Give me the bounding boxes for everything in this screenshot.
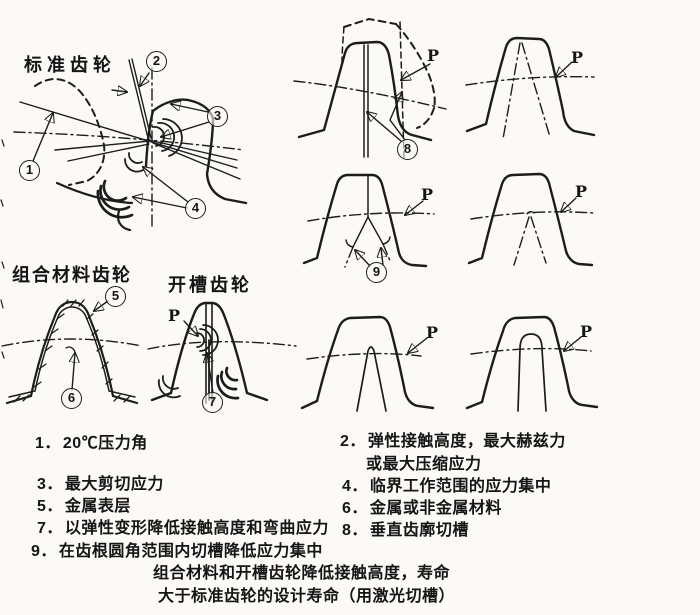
callout-2-badge: 2 <box>146 51 167 72</box>
legend-item-5-num: 5． <box>37 498 63 515</box>
callout-9-badge: 9 <box>366 262 387 283</box>
legend-item-3-num: 3． <box>37 476 63 493</box>
top-slot-root-cut-tooth-drawing <box>302 173 435 268</box>
standard-gear-drawing <box>13 58 248 232</box>
legend-item-1-text: 20℃压力角 <box>62 435 148 452</box>
legend-item-8-num: 8． <box>342 522 368 539</box>
legend-item-7-text: 以弹性变形降低接触高度和弯曲应力 <box>64 520 329 537</box>
legend-item-7-num: 7． <box>37 520 63 537</box>
composite-gear-label: 组合材料齿轮 <box>12 265 132 285</box>
rounded-arch-tooth-drawing <box>465 315 599 412</box>
force-label-slotted: P <box>168 306 181 325</box>
scan-artifacts <box>0 139 5 359</box>
legend-item-8: 8．垂直齿廓切槽 <box>342 516 469 540</box>
callout-8-badge: 8 <box>397 139 418 160</box>
legend-item-1-num: 1． <box>35 435 61 452</box>
force-label-r2-left: P <box>421 185 434 204</box>
slotted-gear-drawing <box>147 301 297 404</box>
force-label-r1-right: P <box>571 48 584 67</box>
legend-item-6-num: 6． <box>342 500 368 517</box>
callout-5-badge: 5 <box>105 286 126 307</box>
legend-item-2-num: 2． <box>340 433 366 450</box>
tooth-internal-vee-drawing <box>465 36 596 140</box>
legend-item-4-text: 临界工作范围的应力集中 <box>369 478 552 495</box>
hatching <box>13 299 131 403</box>
deflected-slotted-tooth-drawing <box>293 17 447 159</box>
legend-item-6: 6．金属或非金属材料 <box>342 494 502 518</box>
legend-item-6-text: 金属或非金属材料 <box>369 500 502 517</box>
legend-item-3: 3．最大剪切应力 <box>37 470 164 494</box>
force-label-r3-left: P <box>426 323 439 342</box>
legend-item-8-text: 垂直齿廓切槽 <box>369 522 469 539</box>
legend-item-7: 7．以弹性变形降低接触高度和弯曲应力 <box>37 514 329 538</box>
standard-gear-label: 标准齿轮 <box>24 55 116 75</box>
force-label-r2-right: P <box>575 182 588 201</box>
force-label-r1-left: P <box>427 46 440 65</box>
bottom-slot-tooth-drawing <box>467 172 594 267</box>
composite-gear-drawing <box>1 299 143 405</box>
legend-item-5: 5．金属表层 <box>37 492 131 516</box>
legend-item-9: 9．在齿根圆角范围内切槽降低应力集中 <box>31 537 323 561</box>
legend-item-4-num: 4． <box>342 478 368 495</box>
legend-item-5-text: 金属表层 <box>64 498 131 515</box>
slotted-gear-label: 开槽齿轮 <box>168 275 252 295</box>
pointed-arch-tooth-drawing <box>300 315 435 412</box>
legend-item-2: 2．弹性接触高度，最大赫兹力 <box>340 427 566 451</box>
footer-note-line2: 大于标准齿轮的设计寿命（用激光切槽） <box>158 588 456 605</box>
legend-item-4: 4．临界工作范围的应力集中 <box>342 472 551 496</box>
callout-4-badge: 4 <box>185 198 206 219</box>
callout-6-badge: 6 <box>61 388 82 409</box>
legend-item-2-line2: 或最大压缩应力 <box>366 456 482 473</box>
legend-item-9-text: 在齿根圆角范围内切槽降低应力集中 <box>58 543 323 560</box>
legend-item-3-text: 最大剪切应力 <box>64 476 164 493</box>
footer-note-line1: 组合材料和开槽齿轮降低接触高度，寿命 <box>153 565 451 582</box>
legend-item-1: 1．20℃压力角 <box>35 429 148 453</box>
legend-item-2-text: 弹性接触高度，最大赫兹力 <box>367 433 566 450</box>
callout-1-badge: 1 <box>19 160 40 181</box>
legend-item-9-num: 9． <box>31 543 57 560</box>
callout-3-badge: 3 <box>207 106 228 127</box>
callout-7-badge: 7 <box>202 392 223 413</box>
force-label-r3-right: P <box>580 322 593 341</box>
